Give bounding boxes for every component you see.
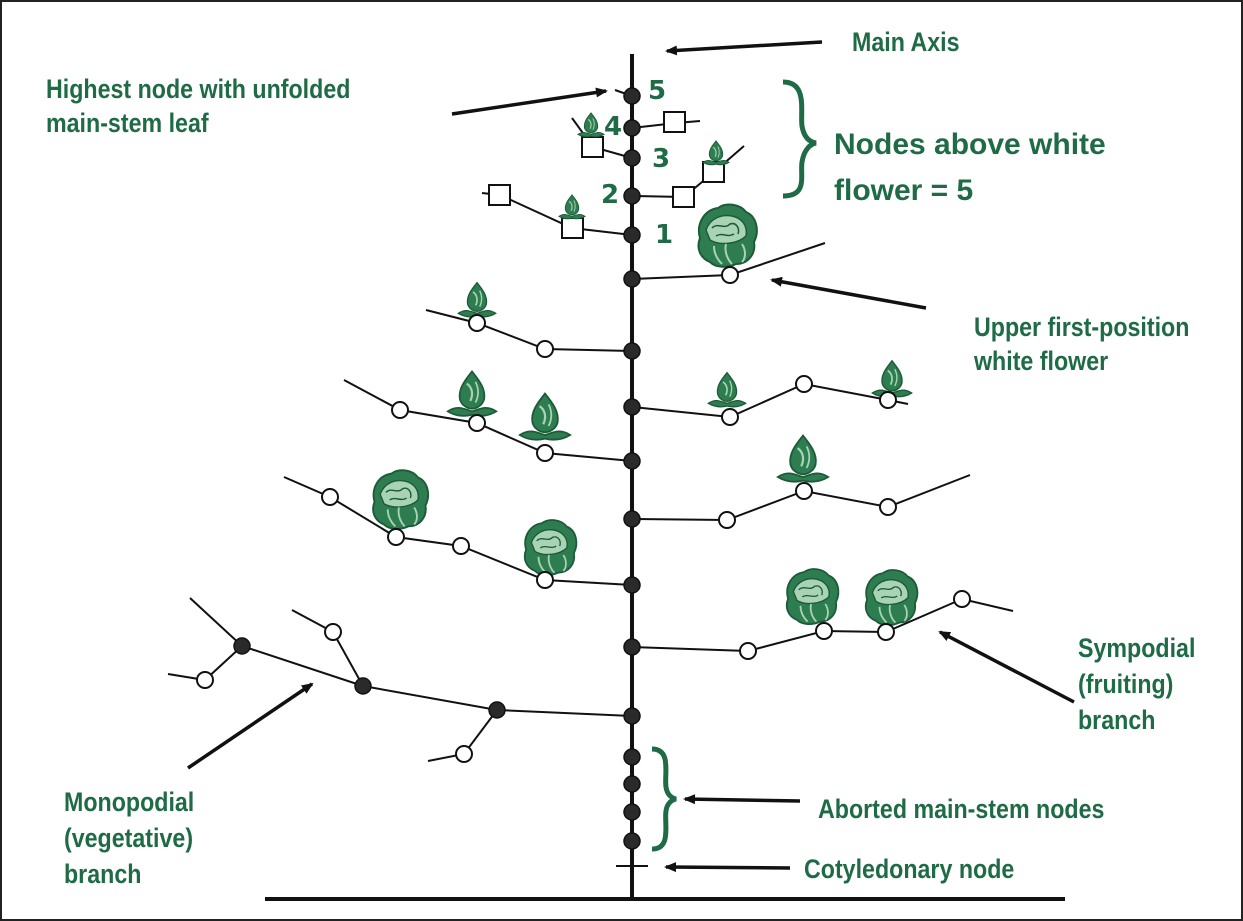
square-buds [488,111,725,239]
arrow-sympodial [938,630,1075,704]
label-cotyledonary-text: Cotyledonary node [804,854,1015,884]
label-sympodial-branch: Sympodial (fruiting) branch [1078,630,1195,738]
label-main-axis-text: Main Axis [852,27,960,57]
label-sympodial-line2: (fruiting) [1078,669,1174,699]
label-nodes-above-line2: flower = 5 [834,174,974,207]
node-number-4: 4 [604,112,623,142]
arrow-monopodial [187,682,314,770]
node-number-5: 5 [648,76,667,106]
main-stem-nodes [623,87,641,850]
label-highest-node-line1: Highest node with unfolded [46,74,351,104]
label-main-axis: Main Axis [852,25,960,59]
node-number-2: 2 [601,180,620,210]
brace-nodes-above [782,79,817,199]
label-sympodial-line3: branch [1078,705,1156,735]
label-monopodial-line1: Monopodial [64,787,195,817]
label-cotyledonary-node: Cotyledonary node [804,852,1014,886]
arrow-main-axis [665,40,823,56]
label-monopodial-line3: branch [64,859,142,889]
label-nodes-above: Nodes above white flower = 5 [834,122,1106,214]
arrow-cotyledonary [664,862,791,873]
label-aborted-nodes: Aborted main-stem nodes [818,792,1104,826]
label-nodes-above-line1: Nodes above white [834,128,1106,161]
label-highest-node: Highest node with unfolded main-stem lea… [46,72,350,140]
monopodial-nodes [233,637,506,719]
arrow-highest-node [451,87,608,116]
arrow-aborted [683,794,801,805]
label-aborted-text: Aborted main-stem nodes [818,794,1105,824]
node-number-1: 1 [655,220,674,250]
label-upper-first-line1: Upper first-position [974,312,1190,342]
node-number-3: 3 [652,144,671,174]
label-upper-first-position: Upper first-position white flower [974,310,1189,378]
label-monopodial-branch: Monopodial (vegetative) branch [64,784,194,892]
label-highest-node-line2: main-stem leaf [46,108,209,138]
label-upper-first-line2: white flower [974,346,1109,376]
label-monopodial-line2: (vegetative) [64,823,194,853]
pointer-arrows [187,40,1075,873]
arrow-upper-first [770,276,927,310]
label-sympodial-line1: Sympodial [1078,633,1196,663]
white-flower-nodes [196,266,971,763]
brace-aborted [651,746,677,852]
